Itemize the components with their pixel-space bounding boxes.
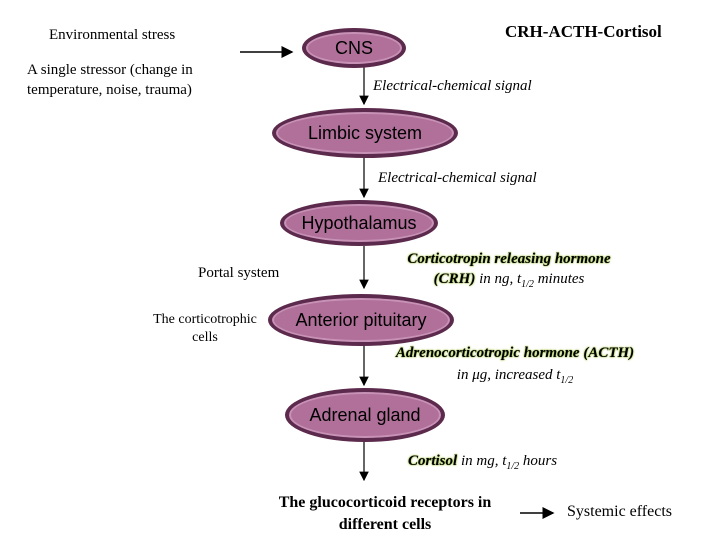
crh-abbr: (CRH)	[433, 271, 476, 287]
node-limbic-system: Limbic system	[272, 108, 458, 158]
cortisol-annotation: Cortisol in mg, t1/2 hours	[408, 453, 557, 472]
node-hypothalamus-label: Hypothalamus	[301, 212, 417, 233]
cortisol-name: Cortisol	[408, 453, 458, 469]
acth-half-life-sub: 1/2	[560, 375, 574, 386]
crh-units: in ng, t	[475, 271, 522, 287]
glucocorticoid-receptors-label: The glucocorticoid receptors in differen…	[245, 492, 525, 536]
acth-pre: in	[456, 367, 473, 383]
acth-mid: g, increased t	[479, 367, 561, 383]
cortisol-tail: hours	[519, 453, 558, 469]
node-cns: CNS	[302, 28, 406, 68]
stressor-line-1: A single stressor (change in	[27, 62, 193, 78]
node-hypothalamus: Hypothalamus	[280, 200, 438, 246]
crh-annotation: Corticotropin releasing hormone (CRH) in…	[384, 249, 634, 295]
acth-details: in μg, increased t1/2	[365, 364, 665, 392]
environmental-stress-label: Environmental stress	[49, 27, 176, 43]
stressor-line-2: temperature, noise, trauma)	[27, 82, 192, 98]
acth-name: Adrenocorticotropic hormone (ACTH)	[395, 345, 635, 361]
cortisol-units: in mg, t	[457, 453, 507, 469]
receptors-line-1: The glucocorticoid receptors in	[278, 494, 492, 511]
systemic-effects-label: Systemic effects	[567, 503, 673, 520]
acth-annotation: Adrenocorticotropic hormone (ACTH) in μg…	[365, 342, 665, 392]
receptors-line-2: different cells	[338, 516, 432, 533]
signal-label-1: Electrical-chemical signal	[373, 78, 532, 94]
crh-name: Corticotropin releasing hormone	[407, 251, 611, 267]
node-adrenal-gland: Adrenal gland	[285, 388, 445, 442]
node-anterior-pituitary-label: Anterior pituitary	[295, 309, 427, 330]
corticotrophic-line-2: cells	[192, 330, 218, 345]
page-title: CRH-ACTH-Cortisol	[505, 22, 662, 41]
crh-details: (CRH) in ng, t1/2 minutes	[384, 269, 634, 295]
stressor-description: A single stressor (change in temperature…	[27, 60, 193, 100]
portal-system-label: Portal system	[198, 265, 280, 281]
node-limbic-label: Limbic system	[307, 122, 423, 143]
corticotrophic-cells-label: The corticotrophic cells	[145, 311, 265, 347]
node-cns-label: CNS	[334, 37, 373, 58]
acth-mu: μ	[472, 367, 480, 383]
corticotrophic-line-1: The corticotrophic	[153, 312, 257, 327]
cortisol-half-life-sub: 1/2	[506, 461, 520, 472]
node-adrenal-label: Adrenal gland	[309, 404, 421, 425]
crh-half-life-sub: 1/2	[521, 279, 534, 290]
signal-label-2: Electrical-chemical signal	[378, 170, 537, 186]
node-anterior-pituitary: Anterior pituitary	[268, 294, 454, 346]
crh-tail: minutes	[533, 271, 585, 287]
